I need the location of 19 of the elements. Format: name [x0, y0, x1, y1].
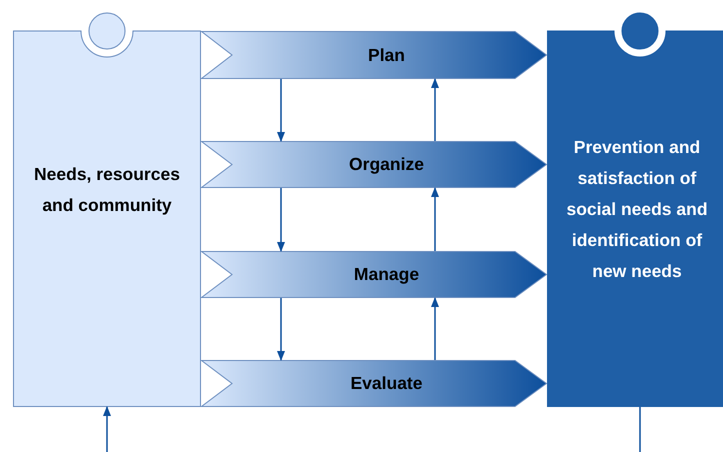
step-banner: [201, 360, 547, 407]
arrow: [103, 406, 111, 452]
arrow: [431, 297, 439, 360]
step-banner: [201, 141, 547, 188]
arrow: [277, 79, 285, 142]
step-label: Plan: [368, 44, 405, 67]
arrow: [277, 188, 285, 252]
step-banner: [201, 31, 547, 79]
step-label: Evaluate: [350, 372, 422, 396]
arrow: [277, 298, 285, 361]
input-panel: [13, 12, 201, 407]
arrow: [431, 78, 439, 141]
step-banner: [201, 251, 547, 298]
step-label: Organize: [349, 153, 424, 176]
panel-text: Prevention and satisfaction of social needs and identification of new needs: [565, 136, 709, 283]
arrow: [431, 187, 439, 251]
step-label: Manage: [354, 263, 420, 286]
outcome-panel: [547, 12, 723, 407]
panel-text: Needs, resources and community: [33, 162, 181, 217]
